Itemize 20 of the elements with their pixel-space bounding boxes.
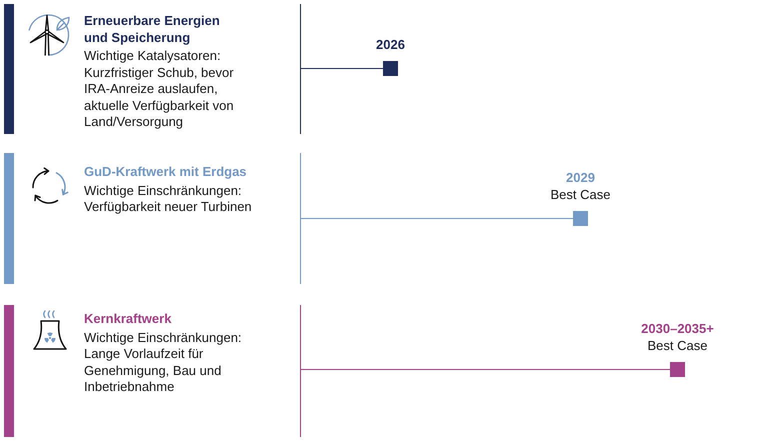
category-heading: Erneuerbare Energien und Speicherung <box>84 13 221 46</box>
connector-line <box>300 218 574 219</box>
milestone-year: 2026 <box>376 36 405 53</box>
category-card <box>4 153 301 284</box>
connector-line <box>300 68 384 69</box>
milestone-year: 2030–2035+ <box>641 320 714 337</box>
category-description: Wichtige Einschränkungen: Lange Vorlaufzeit für Genehmigung, Bau und Inbetriebnahme <box>84 330 243 396</box>
milestone-year: 2029 <box>566 169 595 186</box>
category-card <box>4 305 301 437</box>
milestone-note: Best Case <box>648 337 708 354</box>
milestone-marker <box>670 362 685 377</box>
milestone-marker <box>383 61 398 76</box>
connector-line <box>300 369 670 370</box>
category-description: Wichtige Einschränkungen: Verfügbarkeit neuer Turbinen <box>84 182 253 216</box>
category-card <box>4 4 301 134</box>
milestone-note: Best Case <box>550 186 610 203</box>
category-heading: Kernkraftwerk <box>84 311 172 328</box>
category-description: Wichtige Katalysatoren: Kurzfristiger Schub, bevor IRA-Anreize auslaufen, aktuelle Verfügbarkeit von Land/Versorgung <box>84 48 235 130</box>
milestone-marker <box>573 211 588 226</box>
category-heading: GuD-Kraftwerk mit Erdgas <box>84 164 248 180</box>
